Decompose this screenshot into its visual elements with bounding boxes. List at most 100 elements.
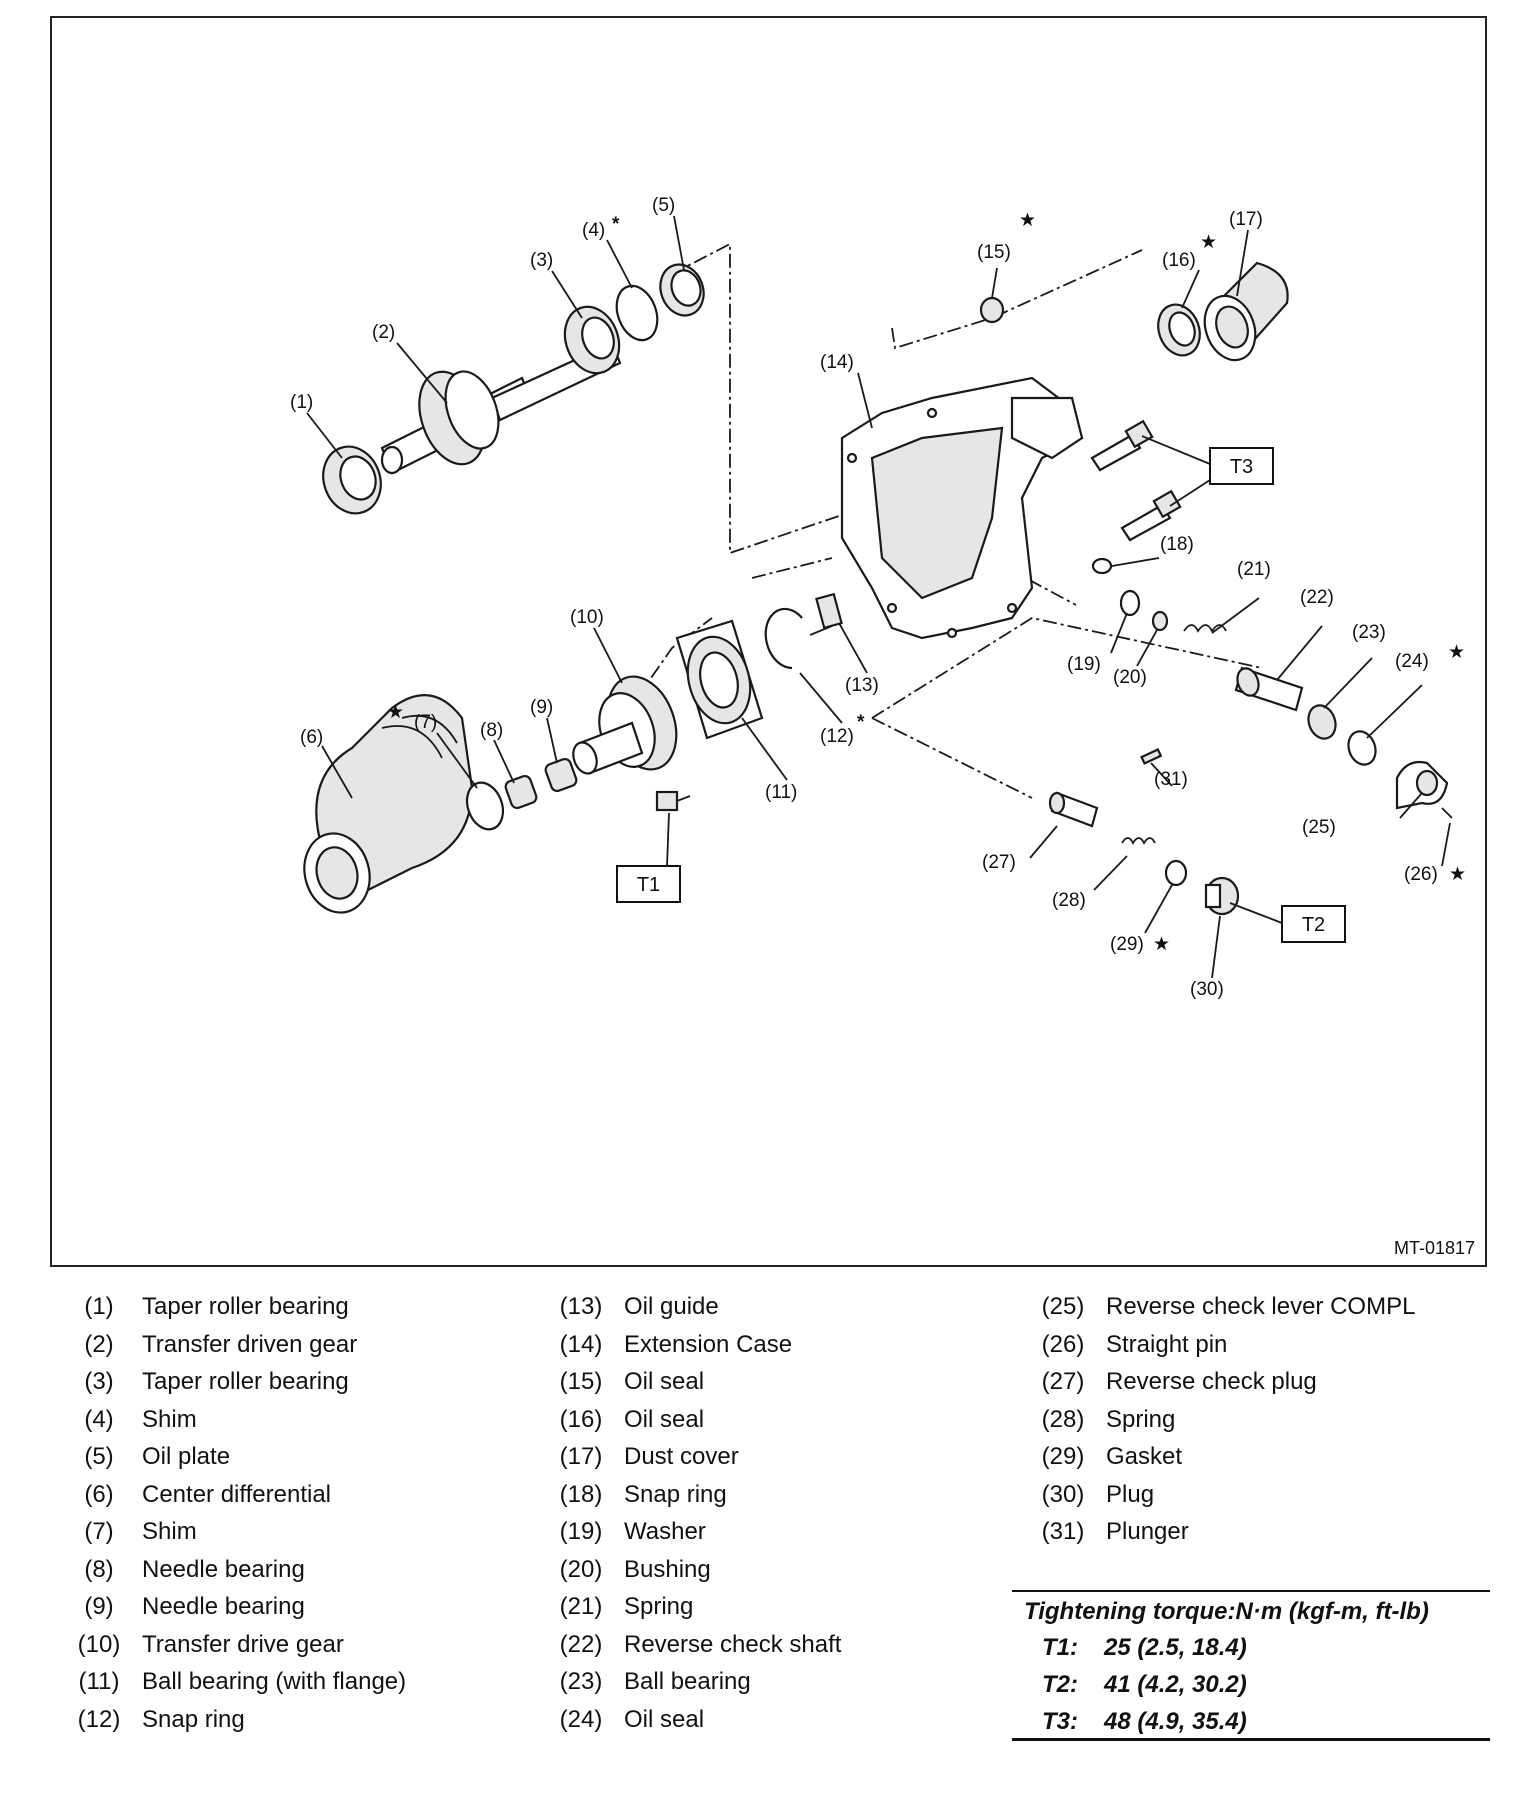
- callout-13: (13): [845, 675, 879, 696]
- part-3-taper-roller-bearing: [563, 305, 621, 375]
- legend-item: (26)Straight pin: [1041, 1330, 1228, 1358]
- legend-item: (16)Oil seal: [559, 1405, 705, 1433]
- legend-item: (22)Reverse check shaft: [559, 1630, 842, 1658]
- legend-item: (19)Washer: [559, 1518, 706, 1545]
- legend-item: (14)Extension Case: [559, 1330, 793, 1358]
- star-mark-29: ★: [1153, 934, 1170, 955]
- part-22-reverse-check-shaft: [1234, 666, 1304, 712]
- legend-item: (15)Oil seal: [559, 1368, 705, 1395]
- callout-18: (18): [1160, 534, 1194, 555]
- t1-box: T1: [616, 865, 681, 903]
- part-19-washer: [1119, 589, 1141, 617]
- callout-4: (4): [582, 220, 605, 241]
- callout-labels: (1) (2) (3) (4) (5) (6) (7) (8) (9) (10)…: [290, 195, 1438, 1000]
- t3-label: T3: [1230, 456, 1253, 478]
- asterisk-mark-4: *: [612, 214, 620, 235]
- torque-table-bottom-rule: [1012, 1738, 1490, 1741]
- part-13-oil-guide: [809, 592, 843, 636]
- legend-item: (2)Transfer driven gear: [84, 1330, 358, 1358]
- legend-item: (7)Shim: [84, 1518, 197, 1545]
- part-16-oil-seal: [1157, 303, 1201, 357]
- callout-22: (22): [1300, 587, 1334, 608]
- part-4-shim: [615, 284, 659, 342]
- callout-25: (25): [1302, 817, 1336, 838]
- part-14-extension-case: [840, 376, 1084, 640]
- part-11-ball-bearing: [675, 619, 764, 740]
- legend-item: (12)Snap ring: [77, 1705, 245, 1733]
- legend-item: (28)Spring: [1041, 1405, 1176, 1433]
- legend-item: (4)Shim: [84, 1405, 197, 1433]
- star-mark-26: ★: [1449, 864, 1466, 885]
- torque-heading: Tightening torque:N·m (kgf-m, ft-lb): [1024, 1598, 1429, 1625]
- star-mark-7: ★: [387, 702, 404, 723]
- legend-item: (27)Reverse check plug: [1041, 1368, 1317, 1395]
- part-1-taper-roller-bearing: [322, 445, 382, 515]
- exploded-view-diagram: T1 T2 T3 (1) (2) (3) (4) (5) (6) (7) (8)…: [290, 195, 1466, 1000]
- part-30-plug: [1204, 876, 1240, 916]
- callout-12: (12): [820, 726, 854, 747]
- part-24-oil-seal: [1347, 730, 1377, 766]
- callout-21: (21): [1237, 559, 1271, 580]
- part-26-straight-pin: [1441, 807, 1453, 819]
- legend-item: (10)Transfer drive gear: [77, 1630, 344, 1658]
- callout-24: (24): [1395, 651, 1429, 672]
- callout-11: (11): [765, 782, 797, 803]
- t1-label: T1: [637, 874, 660, 896]
- torque-row-t1: T1:25 (2.5, 18.4): [1042, 1634, 1247, 1661]
- callout-9: (9): [530, 697, 553, 718]
- callout-27: (27): [982, 852, 1016, 873]
- legend-item: (1)Taper roller bearing: [84, 1293, 349, 1320]
- callout-7: (7): [414, 712, 437, 733]
- callout-5: (5): [652, 195, 675, 216]
- legend-item: (3)Taper roller bearing: [84, 1368, 349, 1395]
- part-18-snap-ring: [1091, 557, 1113, 575]
- legend-item: (11)Ball bearing (with flange): [78, 1668, 407, 1695]
- callout-31: (31): [1154, 769, 1188, 790]
- legend-item: (30)Plug: [1041, 1480, 1155, 1508]
- legend-item: (21)Spring: [559, 1593, 694, 1620]
- part-23-ball-bearing: [1307, 704, 1337, 740]
- callout-15: (15): [977, 242, 1011, 263]
- callout-3: (3): [530, 250, 553, 271]
- legend-item: (5)Oil plate: [84, 1443, 231, 1470]
- part-25-reverse-check-lever: [1395, 760, 1449, 810]
- legend-item: (20)Bushing: [559, 1555, 711, 1583]
- part-12-snap-ring: [764, 607, 803, 670]
- part-28-spring: [1121, 837, 1156, 845]
- part-27-reverse-check-plug: [1048, 791, 1099, 828]
- callout-1: (1): [290, 392, 313, 413]
- callout-6: (6): [300, 727, 323, 748]
- t2-box: T2: [1281, 905, 1346, 943]
- t1-bolt: [655, 790, 691, 812]
- part-2-transfer-driven-gear: [380, 341, 622, 475]
- callout-leaders: [306, 215, 1451, 979]
- part-8-needle-bearing: [504, 774, 538, 810]
- legend-item: (13)Oil guide: [559, 1293, 719, 1320]
- callout-30: (30): [1190, 979, 1224, 1000]
- legend-item: (23)Ball bearing: [559, 1668, 751, 1695]
- legend-item: (6)Center differential: [84, 1480, 331, 1508]
- callout-26: (26): [1404, 864, 1438, 885]
- torque-row-t2: T2:41 (4.2, 30.2): [1042, 1671, 1247, 1698]
- callout-14: (14): [820, 352, 854, 373]
- legend-item: (18)Snap ring: [559, 1480, 727, 1508]
- part-15-oil-seal: [979, 296, 1005, 324]
- legend-item: (24)Oil seal: [559, 1705, 705, 1733]
- callout-8: (8): [480, 720, 503, 741]
- legend-item: (31)Plunger: [1041, 1518, 1189, 1545]
- part-29-gasket: [1164, 859, 1188, 887]
- part-5-oil-plate: [659, 263, 705, 317]
- part-7-shim: [465, 781, 505, 831]
- star-mark-16: ★: [1200, 232, 1217, 253]
- t2-label: T2: [1302, 914, 1325, 936]
- callout-23: (23): [1352, 622, 1386, 643]
- asterisk-mark-12: *: [857, 712, 865, 733]
- star-mark-24: ★: [1448, 642, 1465, 663]
- torque-table-top-rule: [1012, 1590, 1490, 1592]
- legend-item: (29)Gasket: [1041, 1443, 1183, 1470]
- part-17-dust-cover: [1203, 261, 1289, 362]
- callout-17: (17): [1229, 209, 1263, 230]
- legend-item: (9)Needle bearing: [84, 1593, 305, 1620]
- legend-item: (25)Reverse check lever COMPL: [1041, 1293, 1416, 1320]
- t3-box: T3: [1209, 447, 1274, 485]
